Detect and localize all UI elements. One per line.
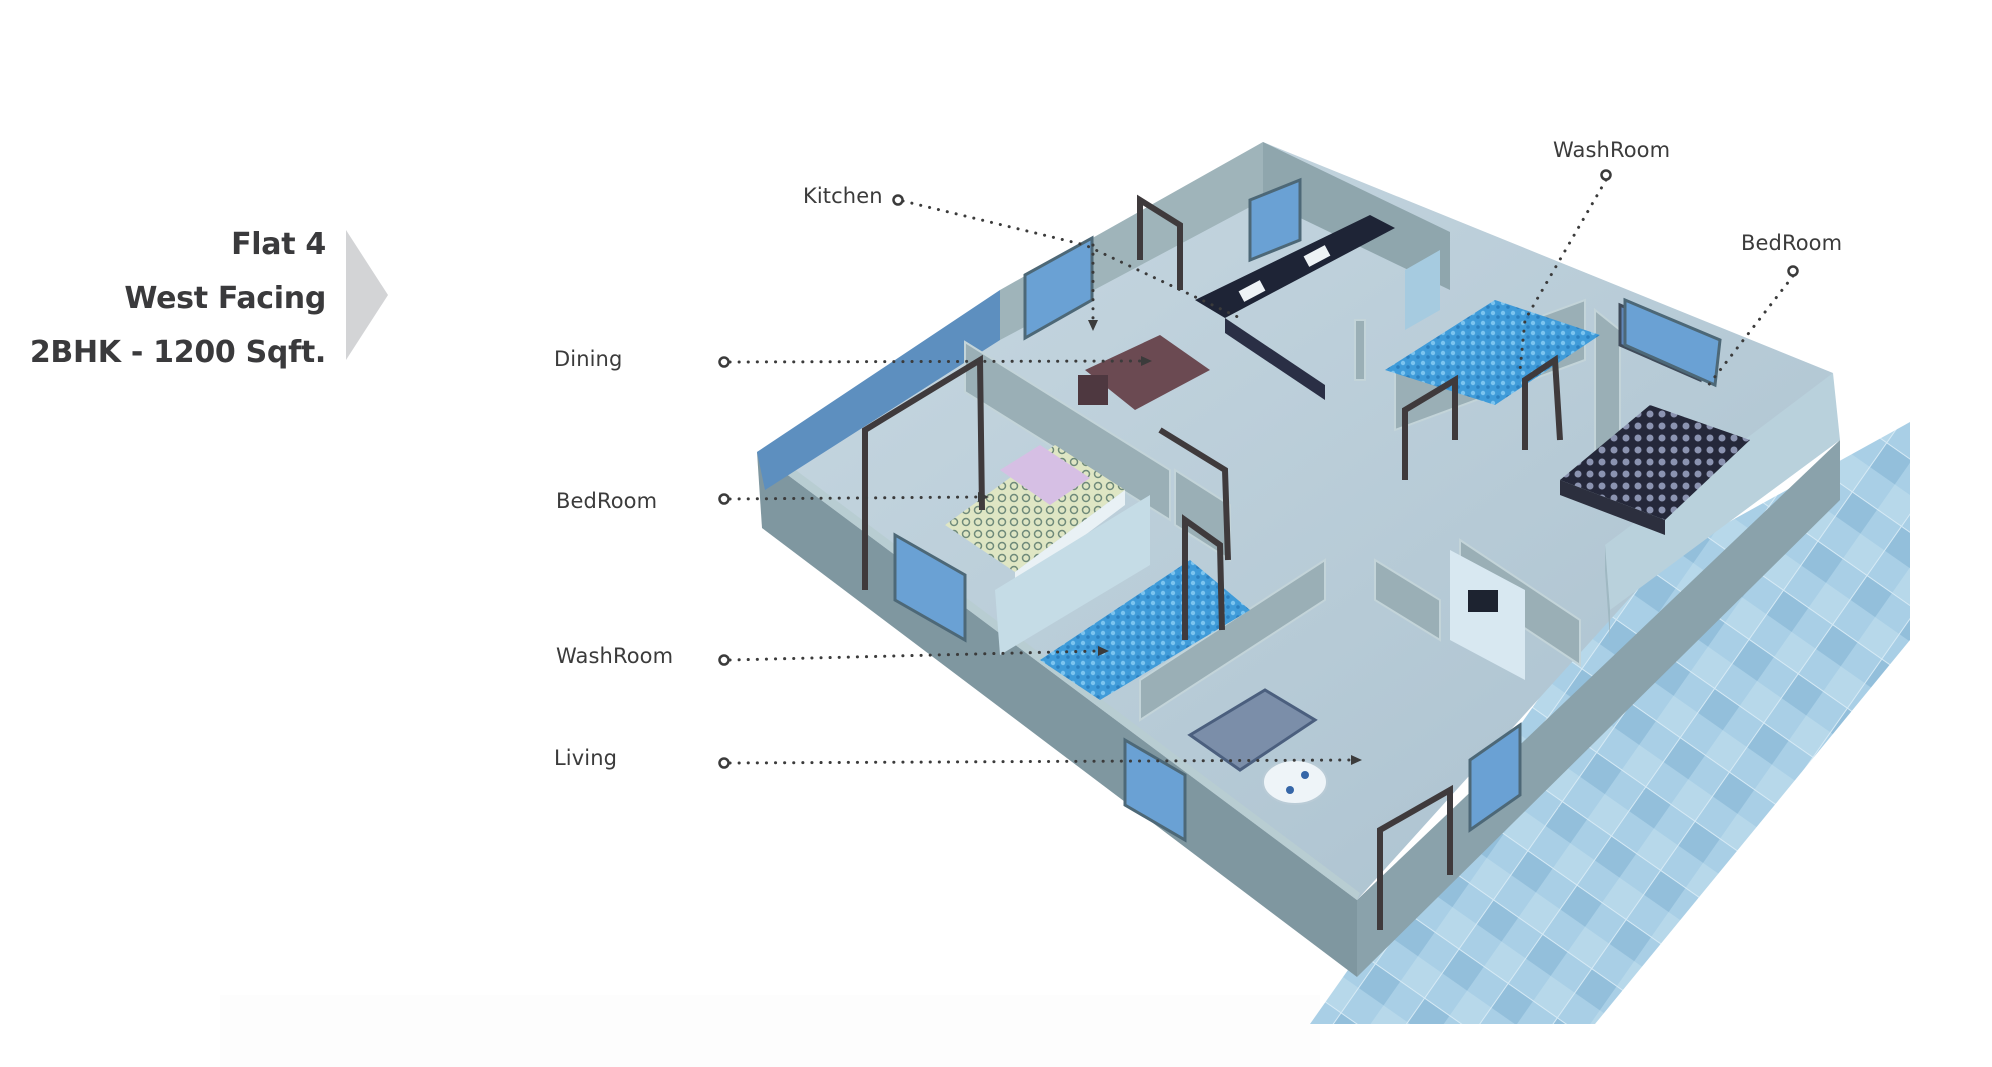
label-bedroom-left: BedRoom: [556, 489, 658, 513]
label-dining: Dining: [554, 347, 623, 371]
door-frames: [862, 194, 1563, 930]
living-leader-line: [728, 758, 1352, 765]
arrowhead-icon: [1141, 356, 1152, 366]
tv-unit: [1450, 550, 1525, 680]
label-bedroom-right: BedRoom: [1741, 231, 1843, 255]
dining-table: [1078, 335, 1210, 410]
bedroom-right-leader-line: [1705, 274, 1795, 389]
washroom-right-tiles: [1385, 250, 1600, 405]
flat-number: Flat 4: [231, 227, 326, 262]
arrowhead-icon: [1088, 320, 1098, 331]
flat-info: Flat 4 West Facing 2BHK - 1200 Sqft.: [30, 218, 326, 380]
washroom-right-leader-line: [1518, 178, 1608, 372]
wardrobe: [995, 495, 1150, 655]
living-marker-icon: [718, 757, 730, 769]
arrowhead-icon: [1351, 755, 1362, 765]
washroom-right-marker-icon: [1600, 169, 1612, 181]
kitchen-leader-line: [901, 199, 1242, 320]
leader-arrowheads: [978, 320, 1362, 765]
arrowhead-icon: [978, 492, 989, 502]
label-washroom-left: WashRoom: [556, 644, 674, 668]
washroom-left-marker-icon: [718, 654, 730, 666]
bedroom-right-marker-icon: [1787, 265, 1799, 277]
washroom-left-tiles: [1040, 560, 1250, 700]
label-living: Living: [554, 746, 618, 770]
living-coffee-table: [1262, 759, 1328, 805]
flat-facing: West Facing: [124, 281, 326, 316]
kitchen-counter: [1195, 215, 1395, 400]
bottom-band: [220, 995, 1320, 1067]
label-washroom-right: WashRoom: [1553, 138, 1671, 162]
label-kitchen: Kitchen: [803, 184, 883, 208]
dining-marker-icon: [718, 356, 730, 368]
pointer-arrow-icon: [346, 230, 388, 360]
arrowhead-icon: [1098, 646, 1109, 656]
label-markers: [718, 169, 1799, 769]
living-sofa: [1187, 688, 1318, 772]
kitchen-marker-icon: [892, 194, 904, 206]
windows: [893, 177, 1722, 843]
leader-lines: [728, 178, 1795, 765]
flat-configuration: 2BHK - 1200 Sqft.: [29, 335, 326, 370]
bedroom-left-marker-icon: [718, 493, 730, 505]
